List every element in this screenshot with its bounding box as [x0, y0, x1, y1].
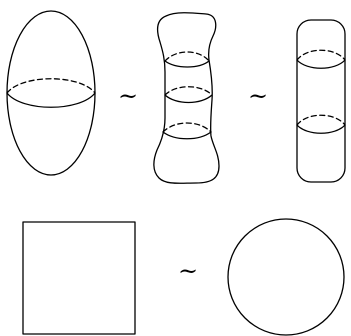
deformed-ring-upper-back: [165, 52, 209, 61]
equivalence-tilde-1: ~: [118, 82, 138, 110]
equivalence-tilde-3: ~: [178, 257, 198, 285]
deformed-sphere-outline: [154, 13, 219, 184]
deformed-ring-upper-front: [165, 61, 209, 67]
deformed-ring-middle-front: [165, 95, 212, 103]
capsule-shape: [297, 20, 345, 182]
capsule-ring-lower-back: [297, 115, 345, 125]
deformed-ring-lower-back: [163, 123, 211, 132]
capsule-ring-lower-front: [297, 125, 345, 133]
capsule-ring-upper-back: [297, 50, 345, 60]
deformed-sphere-shape: [154, 13, 219, 184]
ellipsoid-outline: [7, 11, 95, 175]
ellipsoid-equator-front: [7, 93, 95, 107]
equivalence-tilde-2: ~: [248, 82, 268, 110]
capsule-outline: [297, 20, 345, 182]
capsule-ring-upper-front: [297, 60, 345, 68]
square-shape: [23, 222, 135, 334]
deformed-ring-lower-front: [163, 132, 211, 139]
ellipsoid-equator-back: [7, 79, 95, 93]
deformed-ring-middle-back: [165, 87, 212, 95]
ellipsoid-shape: [7, 11, 95, 175]
circle-shape: [228, 219, 344, 335]
